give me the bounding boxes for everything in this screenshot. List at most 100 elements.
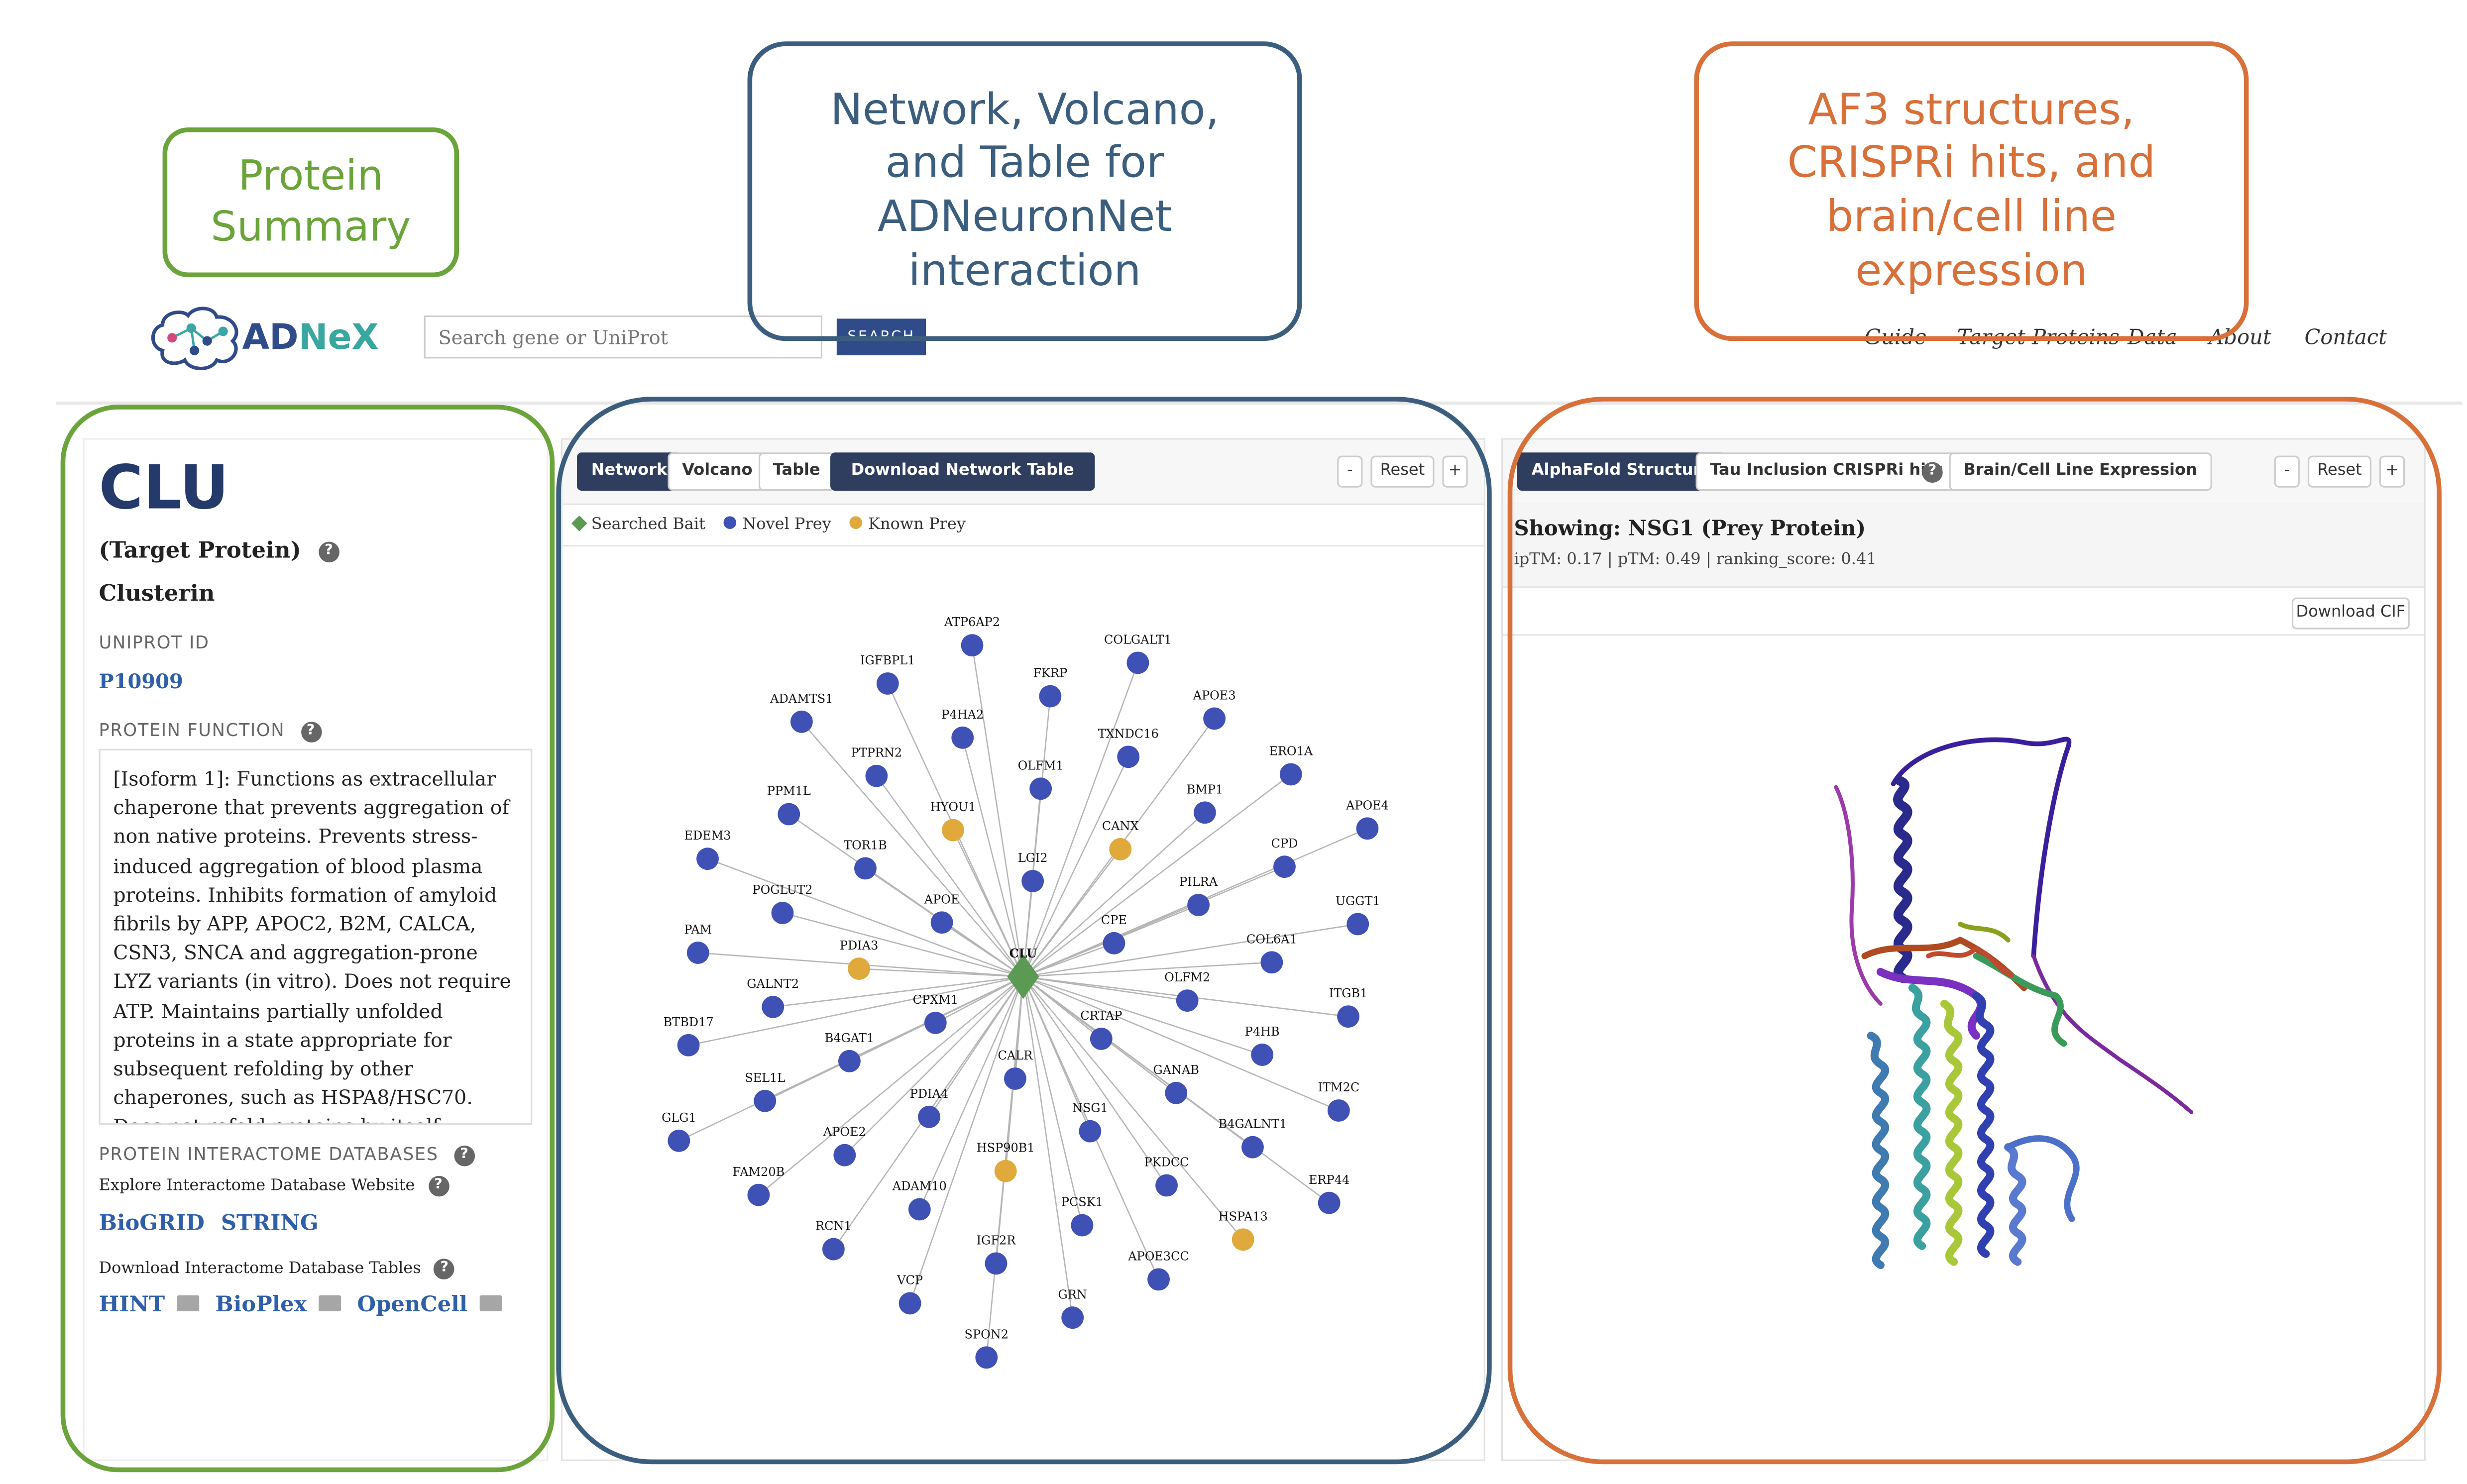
reset-button[interactable]: Reset bbox=[1370, 455, 1435, 488]
network-node-adamts1[interactable] bbox=[790, 710, 813, 733]
network-node-apoe3[interactable] bbox=[1203, 707, 1226, 730]
help-icon[interactable]: ? bbox=[434, 1259, 455, 1279]
network-node-atp6ap2[interactable] bbox=[961, 634, 984, 657]
network-node-col6a1[interactable] bbox=[1260, 951, 1283, 974]
network-node-pdia4[interactable] bbox=[918, 1105, 940, 1128]
folder-icon[interactable] bbox=[318, 1295, 341, 1311]
biogrid-link[interactable]: BioGRID bbox=[99, 1211, 205, 1237]
protein-structure-viewer[interactable] bbox=[1817, 717, 2231, 1323]
string-link[interactable]: STRING bbox=[221, 1211, 319, 1237]
network-node-apoe4[interactable] bbox=[1356, 817, 1379, 840]
network-node-poglut2[interactable] bbox=[771, 902, 794, 924]
network-node-btbd17[interactable] bbox=[677, 1034, 700, 1057]
help-icon[interactable]: ? bbox=[318, 540, 339, 562]
network-node-cpxm1[interactable] bbox=[924, 1012, 947, 1034]
network-node-uggt1[interactable] bbox=[1346, 913, 1369, 936]
network-node-ero1a[interactable] bbox=[1279, 763, 1302, 786]
network-node-igf2r[interactable] bbox=[985, 1252, 1008, 1275]
network-node-pilra[interactable] bbox=[1187, 894, 1210, 916]
network-node-apoe2[interactable] bbox=[833, 1144, 856, 1166]
zoom-in-button[interactable]: + bbox=[1442, 455, 1468, 488]
tab-network[interactable]: Network bbox=[576, 452, 682, 491]
folder-icon[interactable] bbox=[176, 1295, 199, 1311]
folder-icon[interactable] bbox=[479, 1295, 502, 1311]
tab-alphafold-structure[interactable]: AlphaFold Structure bbox=[1517, 452, 1726, 491]
network-node-itm2c[interactable] bbox=[1327, 1099, 1350, 1122]
network-node-adam10[interactable] bbox=[908, 1198, 931, 1221]
network-node-crtap[interactable] bbox=[1090, 1028, 1113, 1050]
reset-button[interactable]: Reset bbox=[2307, 455, 2371, 488]
network-node-label: ERO1A bbox=[1269, 744, 1313, 758]
network-node-hsp90b1[interactable] bbox=[994, 1160, 1017, 1182]
network-node-calr[interactable] bbox=[1004, 1067, 1026, 1090]
network-node-canx[interactable] bbox=[1109, 838, 1132, 860]
network-node-pdia3[interactable] bbox=[848, 957, 871, 980]
download-network-table-button[interactable]: Download Network Table bbox=[830, 452, 1095, 491]
network-node-label: SPON2 bbox=[965, 1327, 1009, 1341]
interactome-label: PROTEIN INTERACTOME DATABASES ? bbox=[99, 1144, 475, 1166]
network-node-b4galnt1[interactable] bbox=[1241, 1136, 1264, 1159]
network-node-igfbpl1[interactable] bbox=[876, 672, 899, 695]
network-node-apoe3cc[interactable] bbox=[1147, 1268, 1170, 1291]
network-node-galnt2[interactable] bbox=[762, 996, 785, 1018]
help-icon[interactable]: ? bbox=[454, 1145, 475, 1166]
network-node-p4hb[interactable] bbox=[1251, 1044, 1274, 1066]
network-node-glg1[interactable] bbox=[668, 1129, 690, 1152]
network-node-olfm2[interactable] bbox=[1176, 989, 1199, 1012]
network-node-hspa13[interactable] bbox=[1232, 1228, 1254, 1251]
uniprot-link[interactable]: P10909 bbox=[99, 669, 183, 693]
network-node-cpe[interactable] bbox=[1103, 932, 1125, 954]
download-cif-button[interactable]: Download CIF bbox=[2291, 597, 2410, 630]
network-node-pcsk1[interactable] bbox=[1071, 1214, 1094, 1237]
logo[interactable]: ADNeX bbox=[147, 303, 386, 376]
network-node-p4ha2[interactable] bbox=[951, 726, 974, 749]
network-node-pam[interactable] bbox=[686, 942, 709, 964]
target-role-text: (Target Protein) bbox=[99, 538, 301, 564]
network-graph[interactable]: ATP6AP2COLGALT1IGFBPL1FKRPAPOE3ADAMTS1P4… bbox=[561, 551, 1485, 1444]
network-node-grn[interactable] bbox=[1061, 1306, 1084, 1329]
tab-expression[interactable]: Brain/Cell Line Expression bbox=[1949, 452, 2212, 491]
tab-volcano[interactable]: Volcano bbox=[668, 452, 767, 491]
zoom-out-button[interactable]: - bbox=[2274, 455, 2300, 488]
network-node-b4gat1[interactable] bbox=[838, 1050, 861, 1072]
network-edge bbox=[941, 922, 1024, 977]
network-node-vcp[interactable] bbox=[898, 1292, 921, 1315]
network-node-ganab[interactable] bbox=[1165, 1081, 1188, 1104]
help-icon[interactable]: ? bbox=[1922, 462, 1943, 483]
network-edge bbox=[1022, 756, 1129, 977]
network-node-fkrp[interactable] bbox=[1039, 685, 1062, 708]
help-icon[interactable]: ? bbox=[428, 1175, 449, 1197]
network-node-txndc16[interactable] bbox=[1117, 745, 1140, 768]
bioplex-link[interactable]: BioPlex bbox=[215, 1292, 307, 1318]
hint-link[interactable]: HINT bbox=[99, 1292, 165, 1318]
network-node-lgi2[interactable] bbox=[1021, 870, 1044, 892]
network-node-apoe[interactable] bbox=[930, 911, 953, 934]
opencell-link[interactable]: OpenCell bbox=[357, 1292, 468, 1318]
network-edge bbox=[782, 912, 1023, 977]
network-node-bmp1[interactable] bbox=[1193, 801, 1216, 824]
network-node-erp44[interactable] bbox=[1318, 1191, 1341, 1214]
zoom-in-button[interactable]: + bbox=[2379, 455, 2405, 488]
network-bait-node[interactable] bbox=[1007, 954, 1039, 999]
zoom-out-button[interactable]: - bbox=[1337, 455, 1363, 488]
network-node-sel1l[interactable] bbox=[754, 1089, 777, 1112]
network-node-itgb1[interactable] bbox=[1337, 1005, 1359, 1028]
network-node-pkdcc[interactable] bbox=[1155, 1174, 1178, 1197]
network-node-cpd[interactable] bbox=[1273, 855, 1296, 878]
nav-contact[interactable]: Contact bbox=[2304, 326, 2387, 351]
tab-crispri-hits[interactable]: Tau Inclusion CRISPRi hits bbox=[1695, 452, 1958, 491]
network-node-hyou1[interactable] bbox=[942, 819, 964, 842]
network-node-fam20b[interactable] bbox=[747, 1183, 770, 1206]
network-node-olfm1[interactable] bbox=[1029, 777, 1052, 800]
tab-table[interactable]: Table bbox=[758, 452, 835, 491]
help-icon[interactable]: ? bbox=[301, 721, 322, 742]
network-node-nsg1[interactable] bbox=[1079, 1120, 1102, 1143]
network-node-colgalt1[interactable] bbox=[1126, 651, 1149, 674]
network-node-ppm1l[interactable] bbox=[778, 803, 800, 826]
network-node-tor1b[interactable] bbox=[854, 857, 877, 880]
bait-legend-icon bbox=[571, 515, 587, 531]
network-node-spon2[interactable] bbox=[975, 1346, 998, 1369]
network-node-ptprn2[interactable] bbox=[865, 764, 888, 787]
network-node-rcn1[interactable] bbox=[822, 1238, 845, 1261]
network-node-edem3[interactable] bbox=[696, 848, 719, 870]
